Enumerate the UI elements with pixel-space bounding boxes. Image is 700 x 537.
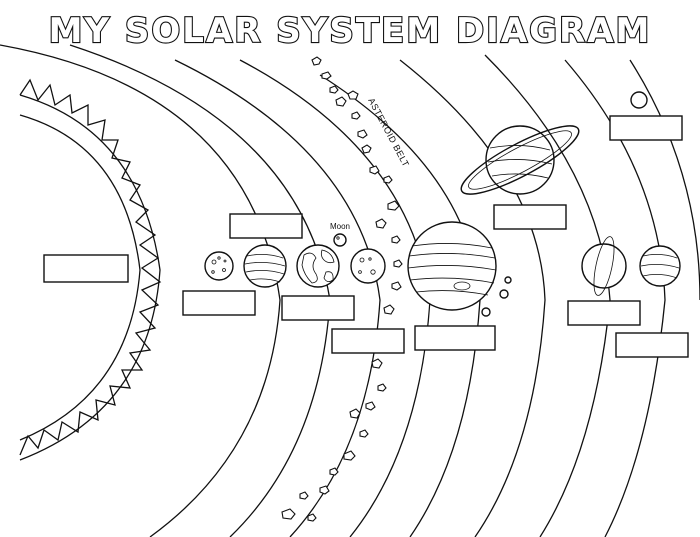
venus-label-box[interactable] bbox=[229, 213, 303, 239]
asteroid-belt-label: ASTEROID BELT bbox=[366, 96, 411, 169]
pluto-label-box[interactable] bbox=[609, 115, 683, 141]
mars-label-box[interactable] bbox=[331, 328, 405, 354]
asteroid-belt: ASTEROID BELT bbox=[281, 56, 411, 522]
neptune bbox=[615, 245, 689, 358]
earth bbox=[281, 244, 355, 321]
earth-label-box[interactable] bbox=[281, 295, 355, 321]
sun-label-box[interactable] bbox=[43, 254, 129, 283]
sun-rays bbox=[19, 78, 162, 456]
venus bbox=[229, 213, 303, 288]
uranus-label-box[interactable] bbox=[567, 300, 641, 326]
saturn bbox=[460, 125, 580, 230]
asteroids bbox=[281, 56, 403, 522]
moon: Moon bbox=[330, 222, 350, 247]
mars bbox=[331, 248, 405, 354]
sun bbox=[19, 78, 162, 461]
mercury-label-box[interactable] bbox=[182, 290, 256, 316]
saturn-label-box[interactable] bbox=[493, 204, 567, 230]
uranus bbox=[567, 236, 641, 326]
diagram-title: MY SOLAR SYSTEM DIAGRAM bbox=[49, 11, 652, 51]
neptune-label-box[interactable] bbox=[615, 332, 689, 358]
jupiter bbox=[407, 221, 512, 351]
mercury bbox=[182, 251, 256, 316]
jupiter-label-box[interactable] bbox=[414, 325, 496, 351]
moon-label: Moon bbox=[330, 222, 350, 231]
pluto bbox=[609, 91, 683, 141]
